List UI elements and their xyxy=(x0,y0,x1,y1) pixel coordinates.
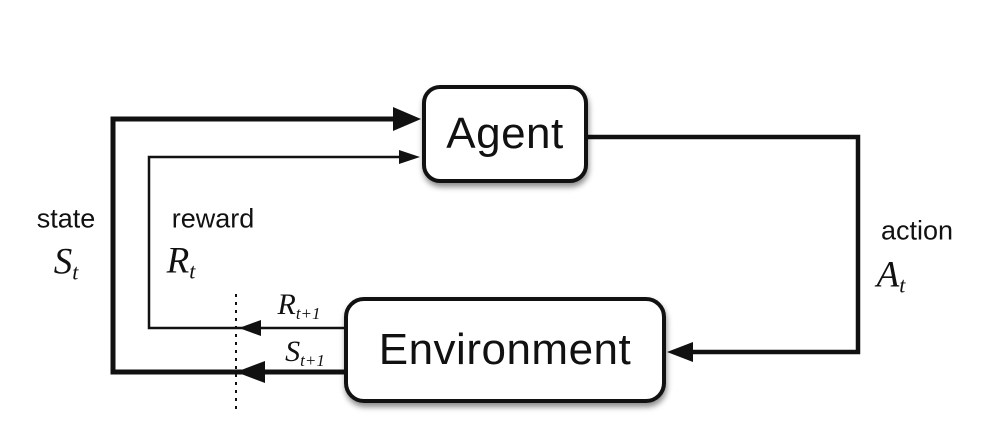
action-edge-word: action xyxy=(880,215,954,246)
action-loop-line xyxy=(588,134,861,355)
next-state-symbol-subscript: t+1 xyxy=(300,350,325,370)
next-state-arrowhead-icon xyxy=(236,361,265,383)
reward-edge-word: reward xyxy=(171,203,255,234)
reward-symbol: Rt xyxy=(167,240,196,283)
next-state-symbol-letter: S xyxy=(285,335,301,368)
next-reward-symbol-subscript: t+1 xyxy=(295,303,321,323)
reward-symbol-letter: R xyxy=(166,240,190,282)
state-symbol-subscript: t xyxy=(72,259,79,285)
state-edge-word: state xyxy=(36,203,96,234)
next-reward-symbol: Rt+1 xyxy=(277,288,320,322)
action-into-environment-arrowhead-icon xyxy=(667,342,693,362)
environment-node-label: Environment xyxy=(378,325,632,374)
next-state-symbol: St+1 xyxy=(285,335,325,369)
reward-symbol-subscript: t xyxy=(189,258,196,284)
action-symbol: At xyxy=(877,254,906,297)
reward-into-agent-arrowhead-icon xyxy=(399,150,420,164)
next-reward-symbol-letter: R xyxy=(277,288,296,321)
agent-node-label: Agent xyxy=(446,109,564,158)
state-loop-line xyxy=(110,116,397,375)
agent-node: Agent xyxy=(422,85,588,183)
action-symbol-subscript: t xyxy=(899,272,906,298)
state-symbol: St xyxy=(54,241,79,284)
environment-node: Environment xyxy=(344,297,666,403)
state-symbol-letter: S xyxy=(53,241,73,283)
state-into-agent-arrowhead-icon xyxy=(393,107,421,131)
action-symbol-letter: A xyxy=(876,254,900,296)
next-reward-arrowhead-icon xyxy=(239,320,261,336)
